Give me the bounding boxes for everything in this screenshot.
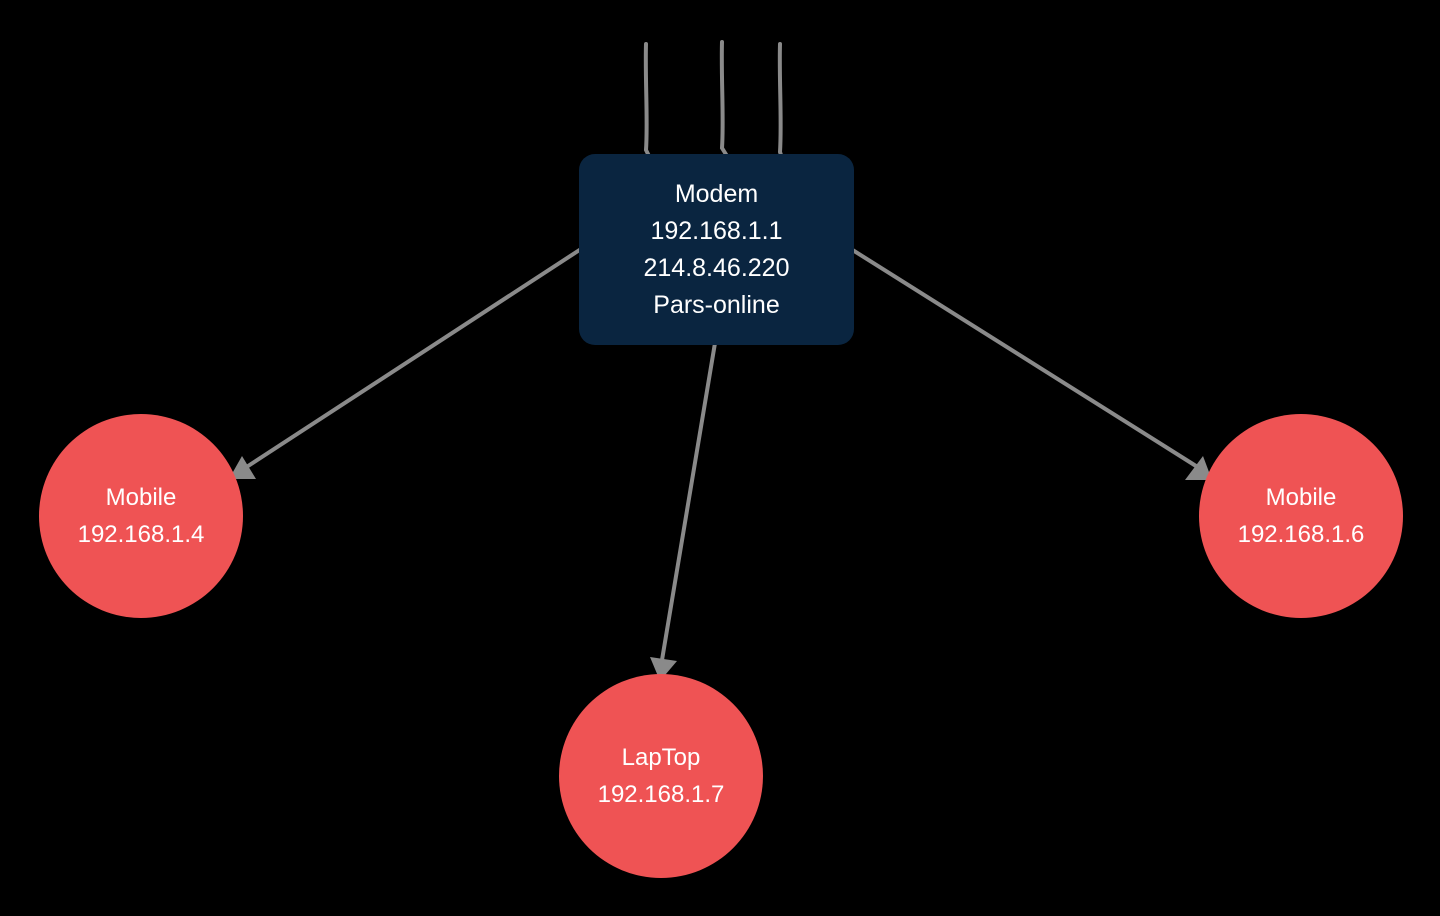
modem-local-ip: 192.168.1.1 xyxy=(650,216,783,245)
edge-modem-to-mobile-left xyxy=(243,247,583,470)
device-ip: 192.168.1.4 xyxy=(77,521,205,548)
edge-modem-to-laptop xyxy=(660,342,717,661)
arrowhead-icon xyxy=(650,657,677,681)
arrowhead-icon xyxy=(1185,456,1212,480)
antenna-icon xyxy=(777,42,786,166)
device-ip: 192.168.1.7 xyxy=(597,781,725,808)
antenna-icon xyxy=(719,40,729,158)
antenna-icon xyxy=(643,42,653,162)
modem-node[interactable]: Modem 192.168.1.1 214.8.46.220 Pars-onli… xyxy=(579,154,854,345)
device-name: Mobile xyxy=(105,484,177,511)
modem-name: Modem xyxy=(674,179,759,208)
device-node-mobile-right[interactable]: Mobile 192.168.1.6 xyxy=(1199,414,1403,618)
device-name: LapTop xyxy=(621,744,701,771)
modem-provider: Pars-online xyxy=(653,290,780,319)
edge-modem-to-mobile-right xyxy=(849,247,1198,468)
modem-public-ip: 214.8.46.220 xyxy=(643,253,790,282)
device-ip: 192.168.1.6 xyxy=(1237,521,1365,548)
device-node-mobile-left[interactable]: Mobile 192.168.1.4 xyxy=(39,414,243,618)
device-node-laptop[interactable]: LapTop 192.168.1.7 xyxy=(559,674,763,878)
device-name: Mobile xyxy=(1265,484,1337,511)
arrowhead-icon xyxy=(229,456,256,479)
